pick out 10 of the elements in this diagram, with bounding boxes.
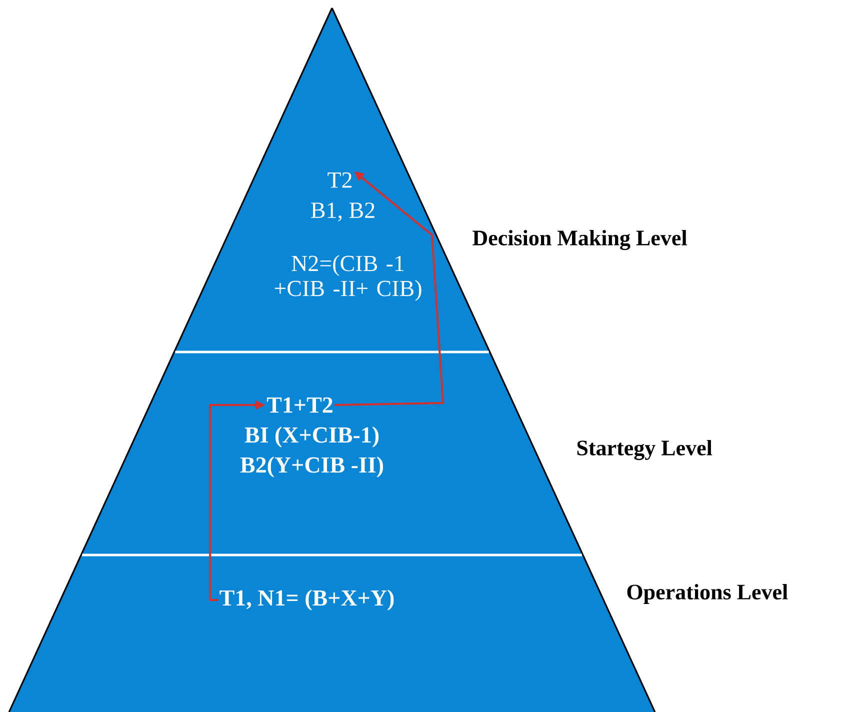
node-text: BI (X+CIB-1) — [244, 426, 379, 448]
node-text: B2(Y+CIB -II) — [240, 456, 384, 478]
level-label: Operations Level — [627, 584, 788, 604]
node-text: N2=(CIB -1 +CIB -II+ CIB) — [274, 255, 422, 301]
node-text: T1+T2 — [266, 397, 332, 413]
level-label: Startegy Level — [577, 440, 712, 460]
node-text: B1, B2 — [311, 202, 374, 222]
level-label: Decision Making Level — [472, 230, 687, 250]
node-text: T2 — [328, 172, 352, 188]
node-text: T1, N1= (B+X+Y) — [220, 590, 394, 610]
